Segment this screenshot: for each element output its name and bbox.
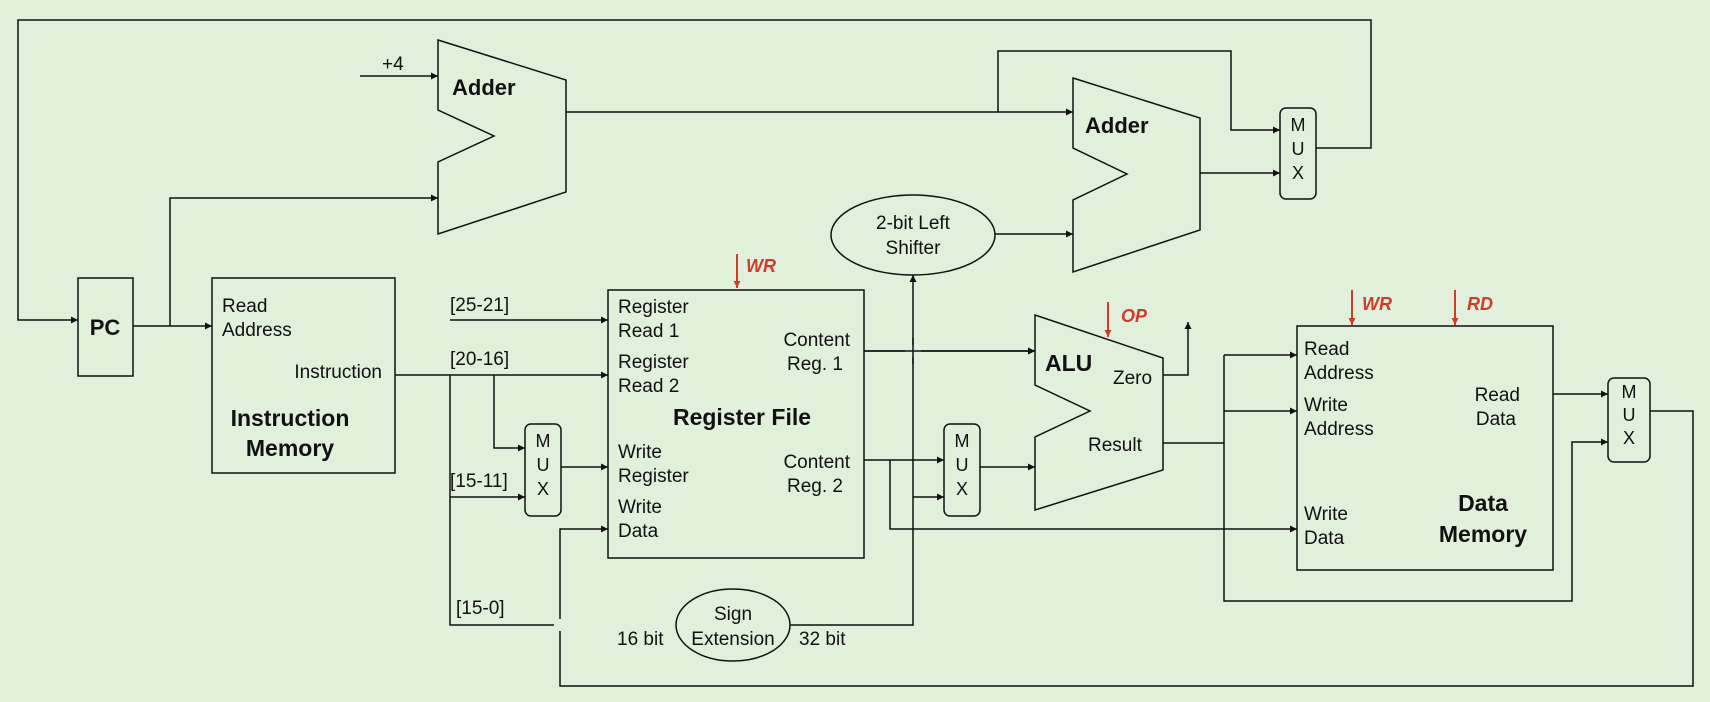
dm-read-address-line2: Address (1304, 363, 1374, 384)
instruction-memory: Read Address Instruction Instruction Mem… (211, 277, 396, 474)
data-memory: Read Address Write Address Write Data Re… (1296, 325, 1554, 571)
mux-letter: X (1623, 428, 1635, 448)
dm-write-address-line2: Address (1304, 419, 1374, 440)
mux-letter: U (956, 455, 969, 475)
shift-left-2: 2-bit Left Shifter (830, 194, 996, 276)
sign-ext-in-width: 16 bit (617, 629, 664, 650)
mux-reg-dst: M U X (524, 423, 562, 517)
crossing-gaps (554, 338, 1035, 631)
sign-ext-line2: Extension (691, 629, 774, 650)
adder-branch: Adder (1072, 76, 1201, 274)
adder-const-input: +4 (382, 54, 404, 75)
mux-letter: M (1622, 382, 1637, 402)
dm-write-address-line1: Write (1304, 395, 1348, 416)
mux-letter: X (537, 479, 549, 499)
alu-label: ALU (1045, 350, 1092, 376)
im-instruction-label: Instruction (294, 362, 382, 383)
rf-read2-line2: Read 2 (618, 376, 679, 397)
alu-result-label: Result (1088, 435, 1143, 456)
alu-op-label: OP (1121, 306, 1148, 326)
im-read-address-line2: Address (222, 320, 292, 341)
wires (17, 19, 1694, 687)
rf-content2-line1: Content (783, 452, 850, 473)
field-imm-label: [15-0] (456, 598, 505, 619)
rf-read1-line2: Read 1 (618, 321, 679, 342)
wire-result-bypass (1223, 355, 1608, 602)
rf-write-register-line2: Register (618, 466, 689, 487)
mux-letter: M (536, 431, 551, 451)
im-title-line1: Instruction (231, 405, 350, 431)
sign-ext-line1: Sign (714, 604, 752, 625)
rf-wr-label: WR (746, 256, 776, 276)
sign-ext-out-width: 32 bit (799, 629, 846, 650)
dm-title-line1: Data (1458, 490, 1508, 516)
wire-signext-to-shifter (790, 275, 917, 626)
dm-wr-control: WR (1348, 290, 1392, 325)
im-title-line2: Memory (246, 435, 334, 461)
field-rd-label: [15-11] (450, 471, 508, 492)
register-file: Register Read 1 Register Read 2 Write Re… (607, 289, 865, 559)
rf-content1-line2: Reg. 1 (787, 354, 843, 375)
shifter-line2: Shifter (886, 238, 942, 259)
dm-title-line2: Memory (1439, 521, 1527, 547)
pc-register: PC (77, 277, 134, 377)
rf-read2-line1: Register (618, 352, 689, 373)
im-read-address-line1: Read (222, 296, 267, 317)
rf-content2-line2: Reg. 2 (787, 476, 843, 497)
rf-content1-line1: Content (783, 330, 850, 351)
pc-label: PC (90, 315, 121, 340)
mux-letter: U (537, 455, 550, 475)
sign-extension: Sign Extension 16 bit 32 bit (617, 588, 846, 662)
mux-letter: M (955, 431, 970, 451)
wire-reg2-to-write-data (889, 460, 1297, 533)
wire-next-pc (17, 19, 1372, 324)
rf-write-data-line1: Write (618, 497, 662, 518)
field-rt-label: [20-16] (450, 349, 509, 370)
rf-write-data-line2: Data (618, 521, 659, 542)
mux-letter: U (1623, 405, 1636, 425)
dm-write-data-line1: Write (1304, 504, 1348, 525)
alu-zero-label: Zero (1113, 368, 1152, 389)
rf-title: Register File (673, 404, 811, 430)
shifter-line1: 2-bit Left (876, 213, 951, 234)
wire-writeback (559, 410, 1694, 687)
adder-top-label: Adder (452, 75, 516, 100)
mux-letter: X (956, 479, 968, 499)
dm-wr-label: WR (1362, 294, 1392, 314)
alu: ALU Zero Result (1034, 313, 1164, 512)
dm-rd-control: RD (1451, 290, 1493, 325)
mux-letter: X (1292, 163, 1304, 183)
mux-pc-source: M U X (1279, 107, 1317, 200)
alu-op-control: OP (1104, 302, 1148, 337)
mux-letter: M (1291, 115, 1306, 135)
wire-instruction-bus (449, 375, 555, 626)
adder-branch-label: Adder (1085, 113, 1149, 138)
wire-pc-to-adder (169, 194, 438, 326)
rf-read1-line1: Register (618, 297, 689, 318)
rf-write-control: WR (733, 254, 776, 288)
field-rs-label: [25-21] (450, 295, 509, 316)
mux-letter: U (1292, 139, 1305, 159)
adder-pc-plus-4: Adder +4 (382, 38, 567, 236)
dm-read-data-line1: Read (1475, 385, 1520, 406)
dm-read-address-line1: Read (1304, 339, 1349, 360)
dm-read-data-line2: Data (1476, 409, 1517, 430)
mux-mem-to-reg: M U X (1607, 377, 1651, 463)
wire-alu-zero (1163, 322, 1192, 376)
dm-rd-label: RD (1467, 294, 1493, 314)
wire-rt-to-mux (493, 375, 525, 452)
wire-pc4-to-mux (997, 50, 1280, 134)
rf-write-register-line1: Write (618, 442, 662, 463)
mux-alu-src: M U X (943, 423, 981, 517)
dm-write-data-line2: Data (1304, 528, 1345, 549)
